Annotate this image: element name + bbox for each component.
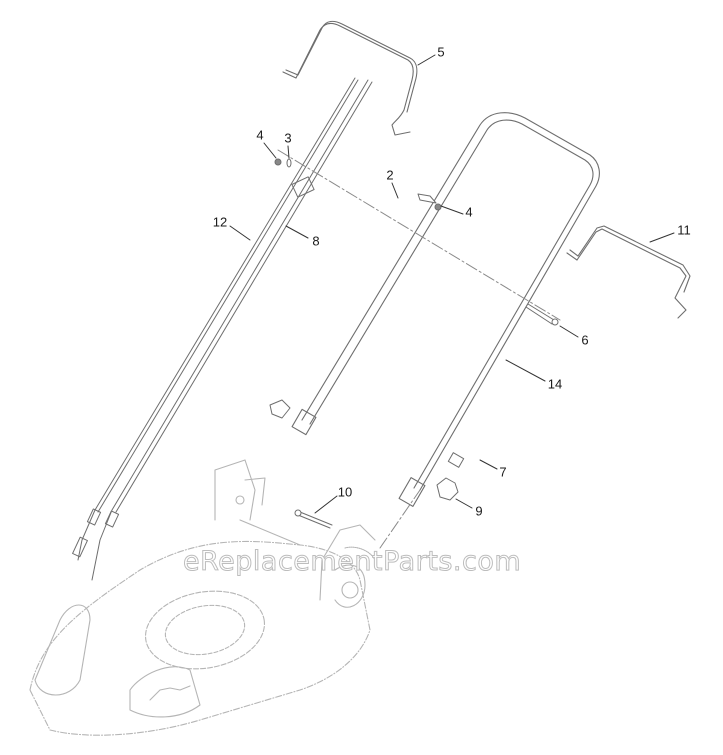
upper-handle [291,112,600,507]
callout-part-4: 4 [465,204,473,220]
leader-lines [229,54,675,514]
callout-part-11: 11 [677,222,691,238]
callout-part-6: 6 [581,332,589,348]
mower-deck [29,459,376,736]
hardware [269,158,559,529]
callout-part-9: 9 [475,503,483,519]
callout-part-5: 5 [437,44,445,60]
callout-part-10: 10 [337,484,353,500]
callout-part-7: 7 [499,464,507,480]
callout-part-14: 14 [547,376,563,392]
cables [72,77,373,581]
callout-part-3: 3 [284,130,292,146]
callout-part-12: 12 [212,214,228,230]
drive-bail [566,225,691,319]
callout-part-2: 2 [386,167,394,183]
assembly-line [277,149,561,549]
control-bail [282,20,418,136]
watermark: eReplacementParts.com [182,546,522,578]
callout-part-8: 8 [312,233,320,249]
callout-part-4: 4 [256,127,264,143]
